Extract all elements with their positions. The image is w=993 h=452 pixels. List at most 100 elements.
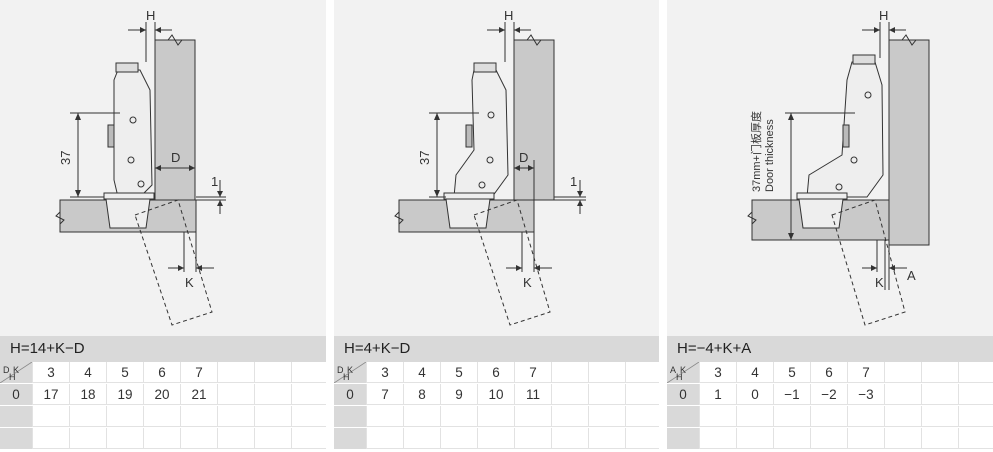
table-cell: 8 (403, 384, 440, 405)
k-header: 5 (440, 362, 477, 383)
dim-37-label: 37 (58, 151, 73, 165)
table-cell: 9 (440, 384, 477, 405)
hinge-diagram-3: H 37mm+门板厚度 Door thickness K A (667, 0, 993, 336)
empty-cell (921, 362, 958, 383)
table-row-empty (334, 428, 659, 449)
hinge-drawing-3: H 37mm+门板厚度 Door thickness K A (747, 8, 930, 326)
d-label: D (519, 150, 528, 165)
arrow-head (528, 165, 534, 171)
hinge-hole (478, 181, 486, 189)
hinge-hole (487, 111, 495, 119)
empty-cell (254, 384, 291, 405)
door-break (394, 200, 404, 232)
door-break (55, 200, 65, 232)
break-mark (889, 34, 929, 46)
open-door-outline (831, 199, 906, 326)
arrow-head (217, 191, 223, 197)
hinge-cup (798, 198, 844, 229)
arrow-head (514, 165, 520, 171)
break-mark (514, 34, 554, 46)
empty-cell (958, 384, 993, 405)
table-cell: 0 (736, 384, 773, 405)
arrow-head (178, 265, 184, 271)
hinge-arm (453, 69, 509, 198)
table-cell: 10 (477, 384, 514, 405)
arrow-head (516, 265, 522, 271)
k-label: K (185, 275, 194, 290)
cabinet-side (513, 39, 555, 201)
empty-cell (588, 384, 625, 405)
thickness-label-en: Door thickness (764, 119, 776, 192)
empty-cell (217, 384, 254, 405)
hinge-hole (850, 156, 858, 164)
k-label: K (523, 275, 532, 290)
empty-cell (958, 362, 993, 383)
dim-37-label: 37 (417, 151, 432, 165)
k-header: 5 (106, 362, 143, 383)
hinge-arm (113, 69, 153, 198)
value-table: D K H 3 4 5 6 7 0 17 18 19 20 21 (0, 362, 326, 452)
k-header: 3 (699, 362, 736, 383)
door-break (747, 200, 757, 240)
hinge-hole (137, 180, 145, 188)
k-header: 7 (180, 362, 217, 383)
k-header: 5 (773, 362, 810, 383)
table-cell: 1 (699, 384, 736, 405)
open-door-outline (134, 199, 213, 326)
panel-full-overlay: H 37 D 1 (0, 0, 326, 452)
cabinet-side (154, 39, 196, 201)
k-header: 3 (366, 362, 403, 383)
arrow-head (871, 265, 877, 271)
k-header: 4 (69, 362, 106, 383)
hinge-hole (486, 156, 494, 164)
arrow-head (196, 265, 202, 271)
arrow-head (499, 27, 505, 33)
formula: H=4+K−D (334, 336, 659, 362)
empty-cell (291, 362, 326, 383)
table-corner: A K H (667, 362, 699, 383)
table-cell: 18 (69, 384, 106, 405)
k-header: 7 (514, 362, 551, 383)
arrow-head (75, 190, 81, 197)
table-row: 0 17 18 19 20 21 (0, 384, 326, 405)
empty-cell (884, 362, 921, 383)
arrow-head (577, 200, 583, 206)
arrow-head (534, 265, 540, 271)
cabinet-side (888, 39, 930, 246)
table-row: 0 1 0 −1 −2 −3 (667, 384, 993, 405)
arrow-head (155, 27, 161, 33)
panel-inset: H 37mm+门板厚度 Door thickness K A H=−4+K+A … (667, 0, 993, 452)
table-row: 0 7 8 9 10 11 (334, 384, 659, 405)
k-label: K (875, 275, 884, 290)
value-table: D K H 3 4 5 6 7 0 7 8 9 10 11 (334, 362, 659, 452)
arrow-head (217, 200, 223, 206)
arrow-head (514, 27, 520, 33)
table-cell: 17 (32, 384, 69, 405)
table-cell: 19 (106, 384, 143, 405)
formula: H=−4+K+A (667, 336, 993, 362)
empty-cell (217, 362, 254, 383)
table-cell: 7 (366, 384, 403, 405)
table-row-empty (667, 428, 993, 449)
value-table: A K H 3 4 5 6 7 0 1 0 −1 −2 −3 (667, 362, 993, 452)
h-label: H (504, 8, 513, 23)
empty-cell (588, 362, 625, 383)
arrow-head (189, 165, 195, 171)
table-corner: D K H (0, 362, 32, 383)
hinge-hole (864, 91, 872, 99)
empty-cell (625, 384, 660, 405)
table-cell: −2 (810, 384, 847, 405)
row-header: 0 (334, 384, 366, 405)
h-label: H (879, 8, 888, 23)
open-door-outline (473, 199, 551, 326)
table-row-empty (0, 428, 326, 449)
table-cell: −3 (847, 384, 884, 405)
arrow-head (75, 113, 81, 120)
k-header: 7 (847, 362, 884, 383)
table-row-empty (334, 406, 659, 427)
table-cell: 20 (143, 384, 180, 405)
empty-cell (551, 384, 588, 405)
hinge-diagram-1: H 37 D 1 (0, 0, 326, 336)
row-header: 0 (667, 384, 699, 405)
thickness-label-cn: 37mm+门板厚度 (749, 111, 763, 192)
